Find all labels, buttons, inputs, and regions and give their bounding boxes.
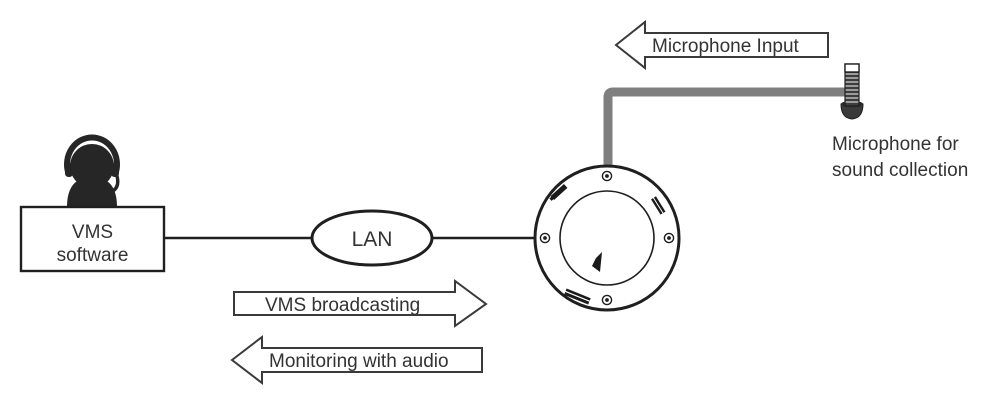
- microphone-icon: [840, 63, 864, 120]
- microphone-caption-line1: Microphone for: [832, 134, 959, 155]
- arrow-vms-broadcasting: [233, 279, 488, 328]
- arrow-vms-broadcasting-label: VMS broadcasting: [265, 295, 420, 316]
- microphone-caption-line2: sound collection: [832, 160, 968, 181]
- camera-ring-marks: [549, 184, 666, 305]
- vms-software-box: [19, 205, 166, 273]
- lan-label: LAN: [352, 228, 393, 251]
- camera-inner-marker: [592, 252, 602, 272]
- ceiling-speaker-camera: [533, 164, 681, 312]
- lan-node: [310, 209, 434, 267]
- vms-software-label-line1: VMS: [72, 222, 113, 243]
- mic-cable: [603, 87, 851, 168]
- camera-screw-dots: [539, 170, 675, 306]
- arrow-monitoring-with-audio-label: Monitoring with audio: [269, 351, 449, 372]
- arrow-microphone-input-label: Microphone Input: [652, 36, 800, 57]
- person-headset-icon: [64, 134, 120, 207]
- arrow-microphone-input: [614, 19, 829, 71]
- arrow-monitoring-with-audio: [230, 334, 483, 386]
- vms-software-label-line2: software: [57, 245, 129, 266]
